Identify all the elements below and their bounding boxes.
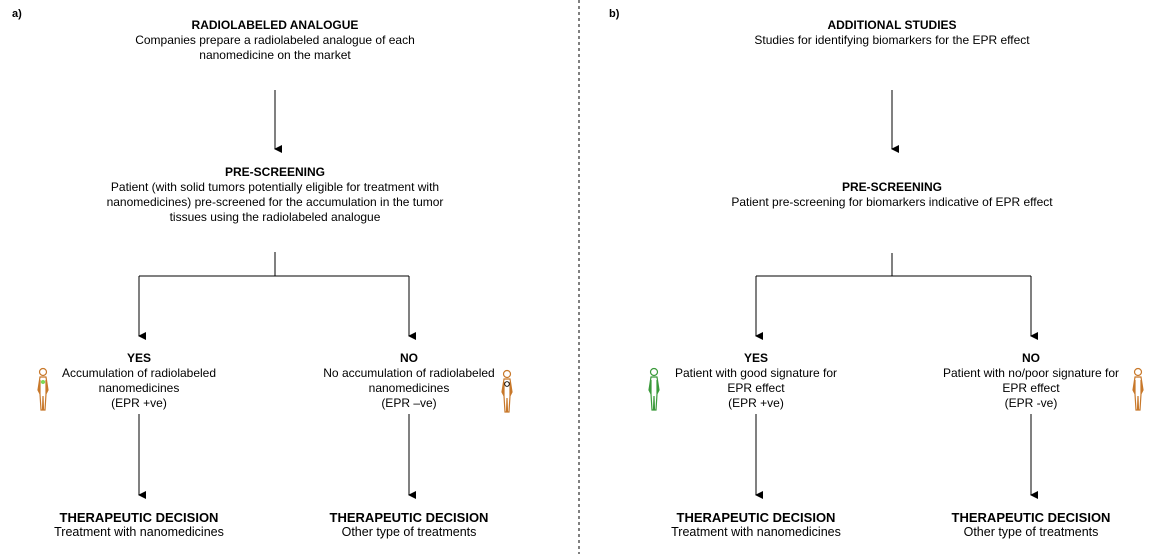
block-title: THERAPEUTIC DECISION bbox=[676, 510, 836, 525]
block-title: PRE-SCREENING bbox=[841, 180, 942, 194]
yes-b-block: YES Patient with good signature for EPR … bbox=[656, 351, 856, 411]
block-line: Other type of treatments bbox=[963, 525, 1099, 539]
prescreening-a-block: PRE-SCREENING Patient (with solid tumors… bbox=[45, 165, 505, 225]
block-line: EPR effect bbox=[1002, 381, 1060, 395]
block-line: Patient with no/poor signature for bbox=[942, 366, 1120, 380]
block-title: THERAPEUTIC DECISION bbox=[951, 510, 1111, 525]
block-line: nanomedicine on the market bbox=[199, 48, 351, 62]
block-line: EPR effect bbox=[727, 381, 785, 395]
block-title: THERAPEUTIC DECISION bbox=[59, 510, 219, 525]
block-line: Accumulation of radiolabeled bbox=[61, 366, 217, 380]
block-line: Treatment with nanomedicines bbox=[671, 525, 841, 539]
block-line: No accumulation of radiolabeled bbox=[323, 366, 495, 380]
decision-a-no-block: THERAPEUTIC DECISION Other type of treat… bbox=[289, 510, 529, 540]
human-figure-icon-a-no bbox=[501, 369, 513, 413]
block-line: tissues using the radiolabeled analogue bbox=[169, 210, 381, 224]
panel-label-a: a) bbox=[12, 8, 22, 20]
block-line: nanomedicines bbox=[368, 381, 450, 395]
block-line: Patient with good signature for bbox=[674, 366, 838, 380]
human-figure-icon-b-no bbox=[1132, 367, 1144, 411]
additional-studies-block: ADDITIONAL STUDIES Studies for identifyi… bbox=[712, 18, 1072, 48]
block-line: Patient pre-screening for biomarkers ind… bbox=[731, 195, 1053, 209]
block-title: NO bbox=[400, 351, 418, 365]
block-line: nanomedicines) pre-screened for the accu… bbox=[106, 195, 444, 209]
block-title: NO bbox=[1022, 351, 1040, 365]
no-a-block: NO No accumulation of radiolabeled nanom… bbox=[299, 351, 519, 411]
block-line: (EPR +ve) bbox=[728, 396, 784, 410]
block-title: ADDITIONAL STUDIES bbox=[827, 18, 957, 32]
block-title: RADIOLABELED ANALOGUE bbox=[191, 18, 359, 32]
radiolabeled-analogue-block: RADIOLABELED ANALOGUE Companies prepare … bbox=[75, 18, 475, 63]
no-b-block: NO Patient with no/poor signature for EP… bbox=[926, 351, 1136, 411]
block-line: Patient (with solid tumors potentially e… bbox=[110, 180, 440, 194]
block-title: PRE-SCREENING bbox=[224, 165, 325, 179]
block-line: Companies prepare a radiolabeled analogu… bbox=[135, 33, 415, 47]
block-line: Studies for identifying biomarkers for t… bbox=[754, 33, 1030, 47]
block-title: YES bbox=[743, 351, 768, 365]
decision-a-yes-block: THERAPEUTIC DECISION Treatment with nano… bbox=[19, 510, 259, 540]
yes-a-block: YES Accumulation of radiolabeled nanomed… bbox=[39, 351, 239, 411]
block-line: (EPR -ve) bbox=[1004, 396, 1058, 410]
block-line: (EPR +ve) bbox=[111, 396, 167, 410]
human-figure-icon-b-yes bbox=[648, 367, 660, 411]
block-title: YES bbox=[126, 351, 151, 365]
block-line: (EPR –ve) bbox=[381, 396, 437, 410]
decision-b-yes-block: THERAPEUTIC DECISION Treatment with nano… bbox=[636, 510, 876, 540]
panel-label-b: b) bbox=[609, 8, 620, 20]
block-title: THERAPEUTIC DECISION bbox=[329, 510, 489, 525]
block-line: Treatment with nanomedicines bbox=[54, 525, 224, 539]
block-line: nanomedicines bbox=[98, 381, 180, 395]
block-line: Other type of treatments bbox=[341, 525, 477, 539]
prescreening-b-block: PRE-SCREENING Patient pre-screening for … bbox=[697, 180, 1087, 210]
human-figure-icon-a-yes bbox=[37, 367, 49, 411]
decision-b-no-block: THERAPEUTIC DECISION Other type of treat… bbox=[911, 510, 1151, 540]
